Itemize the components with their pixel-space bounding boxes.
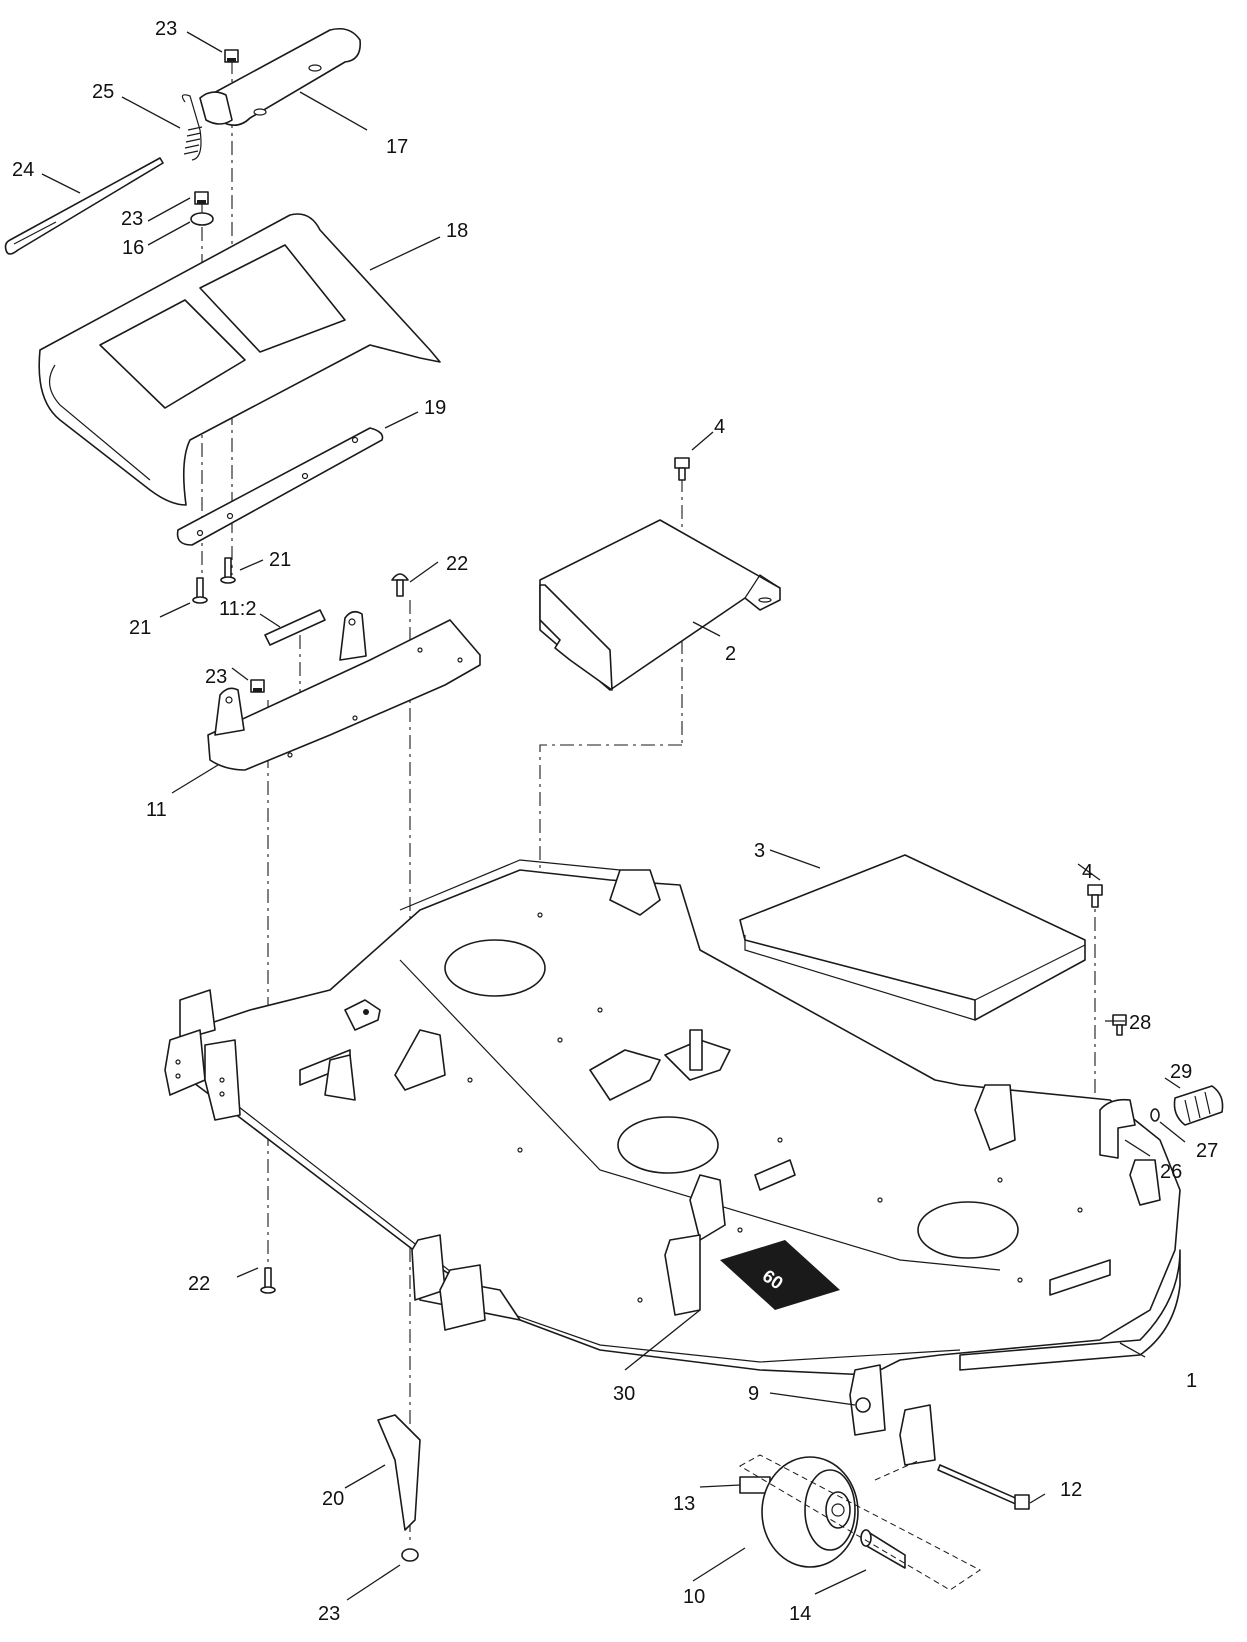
carriage-bolt-21-right: [220, 557, 236, 584]
mount-strap-part-19: [176, 427, 384, 546]
callout-22: 22: [446, 553, 468, 575]
belt-cover-part-18: [38, 213, 441, 506]
bushing-part-9: [855, 1397, 871, 1413]
fitting-part-29: [1173, 1085, 1224, 1126]
deck-decal-part-30: 60: [720, 1240, 840, 1310]
leader-lines: [41, 31, 1186, 1601]
callout-25: 25: [92, 81, 114, 103]
nut-part-23-bottom: [401, 1548, 419, 1562]
callout-28: 28: [1129, 1012, 1151, 1034]
decal-part-11-2: [264, 609, 326, 646]
callout-29: 29: [1170, 1061, 1192, 1083]
o-ring-part-27: [1150, 1108, 1160, 1122]
callout-2: 2: [725, 643, 736, 665]
callout-21: 21: [269, 549, 291, 571]
nut-part-28: [1112, 1014, 1127, 1036]
callout-10: 10: [683, 1586, 705, 1608]
flange-nut-23-upper: [194, 191, 209, 205]
callout-11-2: 11:2: [219, 598, 256, 620]
wheel-dash-box: [738, 1454, 981, 1591]
axle-tube-part-14: [860, 1529, 906, 1569]
callout-24: 24: [12, 159, 34, 181]
callout-18: 18: [446, 220, 468, 242]
callout-3: 3: [754, 840, 765, 862]
callout-1: 1: [1186, 1370, 1197, 1392]
callout-16: 16: [122, 237, 144, 259]
callout-17: 17: [386, 136, 408, 158]
caster-wheel-part-10: [761, 1456, 859, 1568]
callout-9: 9: [748, 1383, 759, 1405]
cover-part-3: [739, 854, 1086, 1021]
callout-23: 23: [121, 208, 143, 230]
callout-23: 23: [318, 1603, 340, 1625]
callout-23: 23: [205, 666, 227, 688]
carriage-bolt-21-left: [192, 577, 208, 604]
bolt-part-12: [937, 1464, 1030, 1510]
callout-14: 14: [789, 1603, 811, 1625]
carriage-bolt-22-lower: [260, 1267, 276, 1294]
callout-12: 12: [1060, 1479, 1082, 1501]
flange-nut-23-top: [224, 49, 239, 63]
callout-4: 4: [1082, 861, 1093, 883]
callout-labels: 23 25 17 24 23 16 18 19 4 21 21 22 11:2 …: [12, 18, 1218, 1625]
flange-nut-23-bracket: [250, 679, 265, 693]
idler-arm-part-17: [199, 27, 362, 126]
callout-19: 19: [424, 397, 446, 419]
washer-part-16: [190, 212, 214, 226]
mower-deck-part-1: [164, 859, 1181, 1466]
elbow-fitting-part-26: [1099, 1098, 1136, 1159]
callout-26: 26: [1160, 1161, 1182, 1183]
deck-bracket-part-11: [207, 610, 481, 771]
callout-30: 30: [613, 1383, 635, 1405]
callout-21: 21: [129, 617, 151, 639]
bolt-part-4-right: [1087, 884, 1103, 908]
callout-22: 22: [188, 1273, 210, 1295]
callout-20: 20: [322, 1488, 344, 1510]
callout-11: 11: [146, 799, 167, 821]
callout-13: 13: [673, 1493, 695, 1515]
callout-27: 27: [1196, 1140, 1218, 1162]
bracket-part-20: [377, 1414, 421, 1531]
callout-23: 23: [155, 18, 177, 40]
rod-part-24: [4, 157, 164, 255]
bolt-part-4-upper: [674, 457, 690, 481]
callout-4: 4: [714, 416, 725, 438]
spring-part-25: [181, 94, 203, 161]
shield-part-2: [539, 519, 781, 691]
carriage-bolt-22-upper: [391, 573, 409, 597]
